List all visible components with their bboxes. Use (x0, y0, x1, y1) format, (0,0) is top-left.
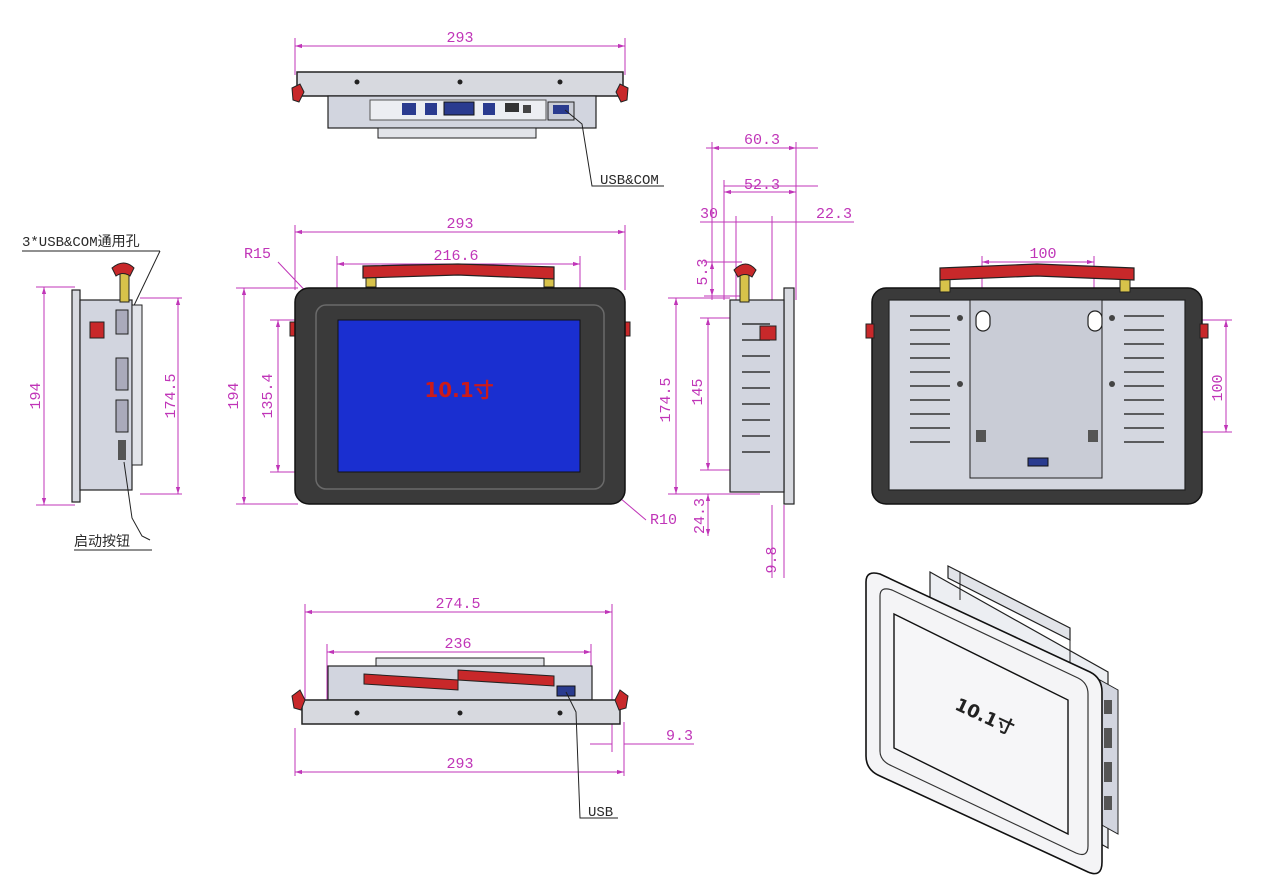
top-view: 293 USB&COM (291, 30, 664, 189)
handle-span-label: 216.6 (433, 248, 478, 265)
left-inner-height-label: 174.5 (163, 373, 180, 418)
rear-hole-h-label: 100 (1029, 246, 1056, 263)
bottom-view: 274.5 236 9.3 293 USB (291, 596, 694, 821)
side-bezel-label: 30 (700, 206, 718, 223)
rear-hole-v-label: 100 (1210, 374, 1227, 401)
top-port-callout: USB&COM (600, 173, 659, 189)
rear-view: 100 100 (865, 246, 1232, 505)
screen-height-label: 135.4 (260, 373, 277, 418)
left-height-label: 194 (28, 382, 45, 409)
isometric-view: 10.1寸 (865, 565, 1119, 875)
side-ports-callout: 3*USB&COM通用孔 (22, 234, 140, 251)
power-button-callout: 启动按钮 (74, 534, 130, 551)
front-view: 293 216.6 194 135.4 R15 R10 10.1寸 (226, 216, 677, 529)
bottom-width-body-label: 236 (444, 636, 471, 653)
front-screen-label: 10.1寸 (424, 378, 493, 402)
side-height-outer-label: 174.5 (658, 377, 675, 422)
corner-outer-label: R15 (244, 246, 271, 263)
side-bottom-offset-label: 24.3 (692, 498, 709, 534)
bottom-bezel-label: 9.3 (666, 728, 693, 745)
corner-inner-label: R10 (650, 512, 677, 529)
left-side-view: 3*USB&COM通用孔 194 174.5 启动按钮 (22, 234, 182, 551)
side-depth-body-label: 52.3 (744, 177, 780, 194)
bottom-width-inner-label: 274.5 (435, 596, 480, 613)
bottom-port-callout: USB (588, 805, 613, 821)
side-handle-rise-label: 5.3 (695, 258, 712, 285)
side-bezel-thickness-label: 9.8 (764, 546, 781, 573)
front-height-label: 194 (226, 382, 243, 409)
top-width-label: 293 (446, 30, 473, 47)
side-depth-total-label: 60.3 (744, 132, 780, 149)
front-width-label: 293 (446, 216, 473, 233)
right-side-view: 60.3 52.3 30 22.3 5.3 174.5 145 24.3 9.8 (658, 132, 854, 578)
side-height-inner-label: 145 (690, 378, 707, 405)
side-offset-label: 22.3 (816, 206, 852, 223)
bottom-width-label: 293 (446, 756, 473, 773)
